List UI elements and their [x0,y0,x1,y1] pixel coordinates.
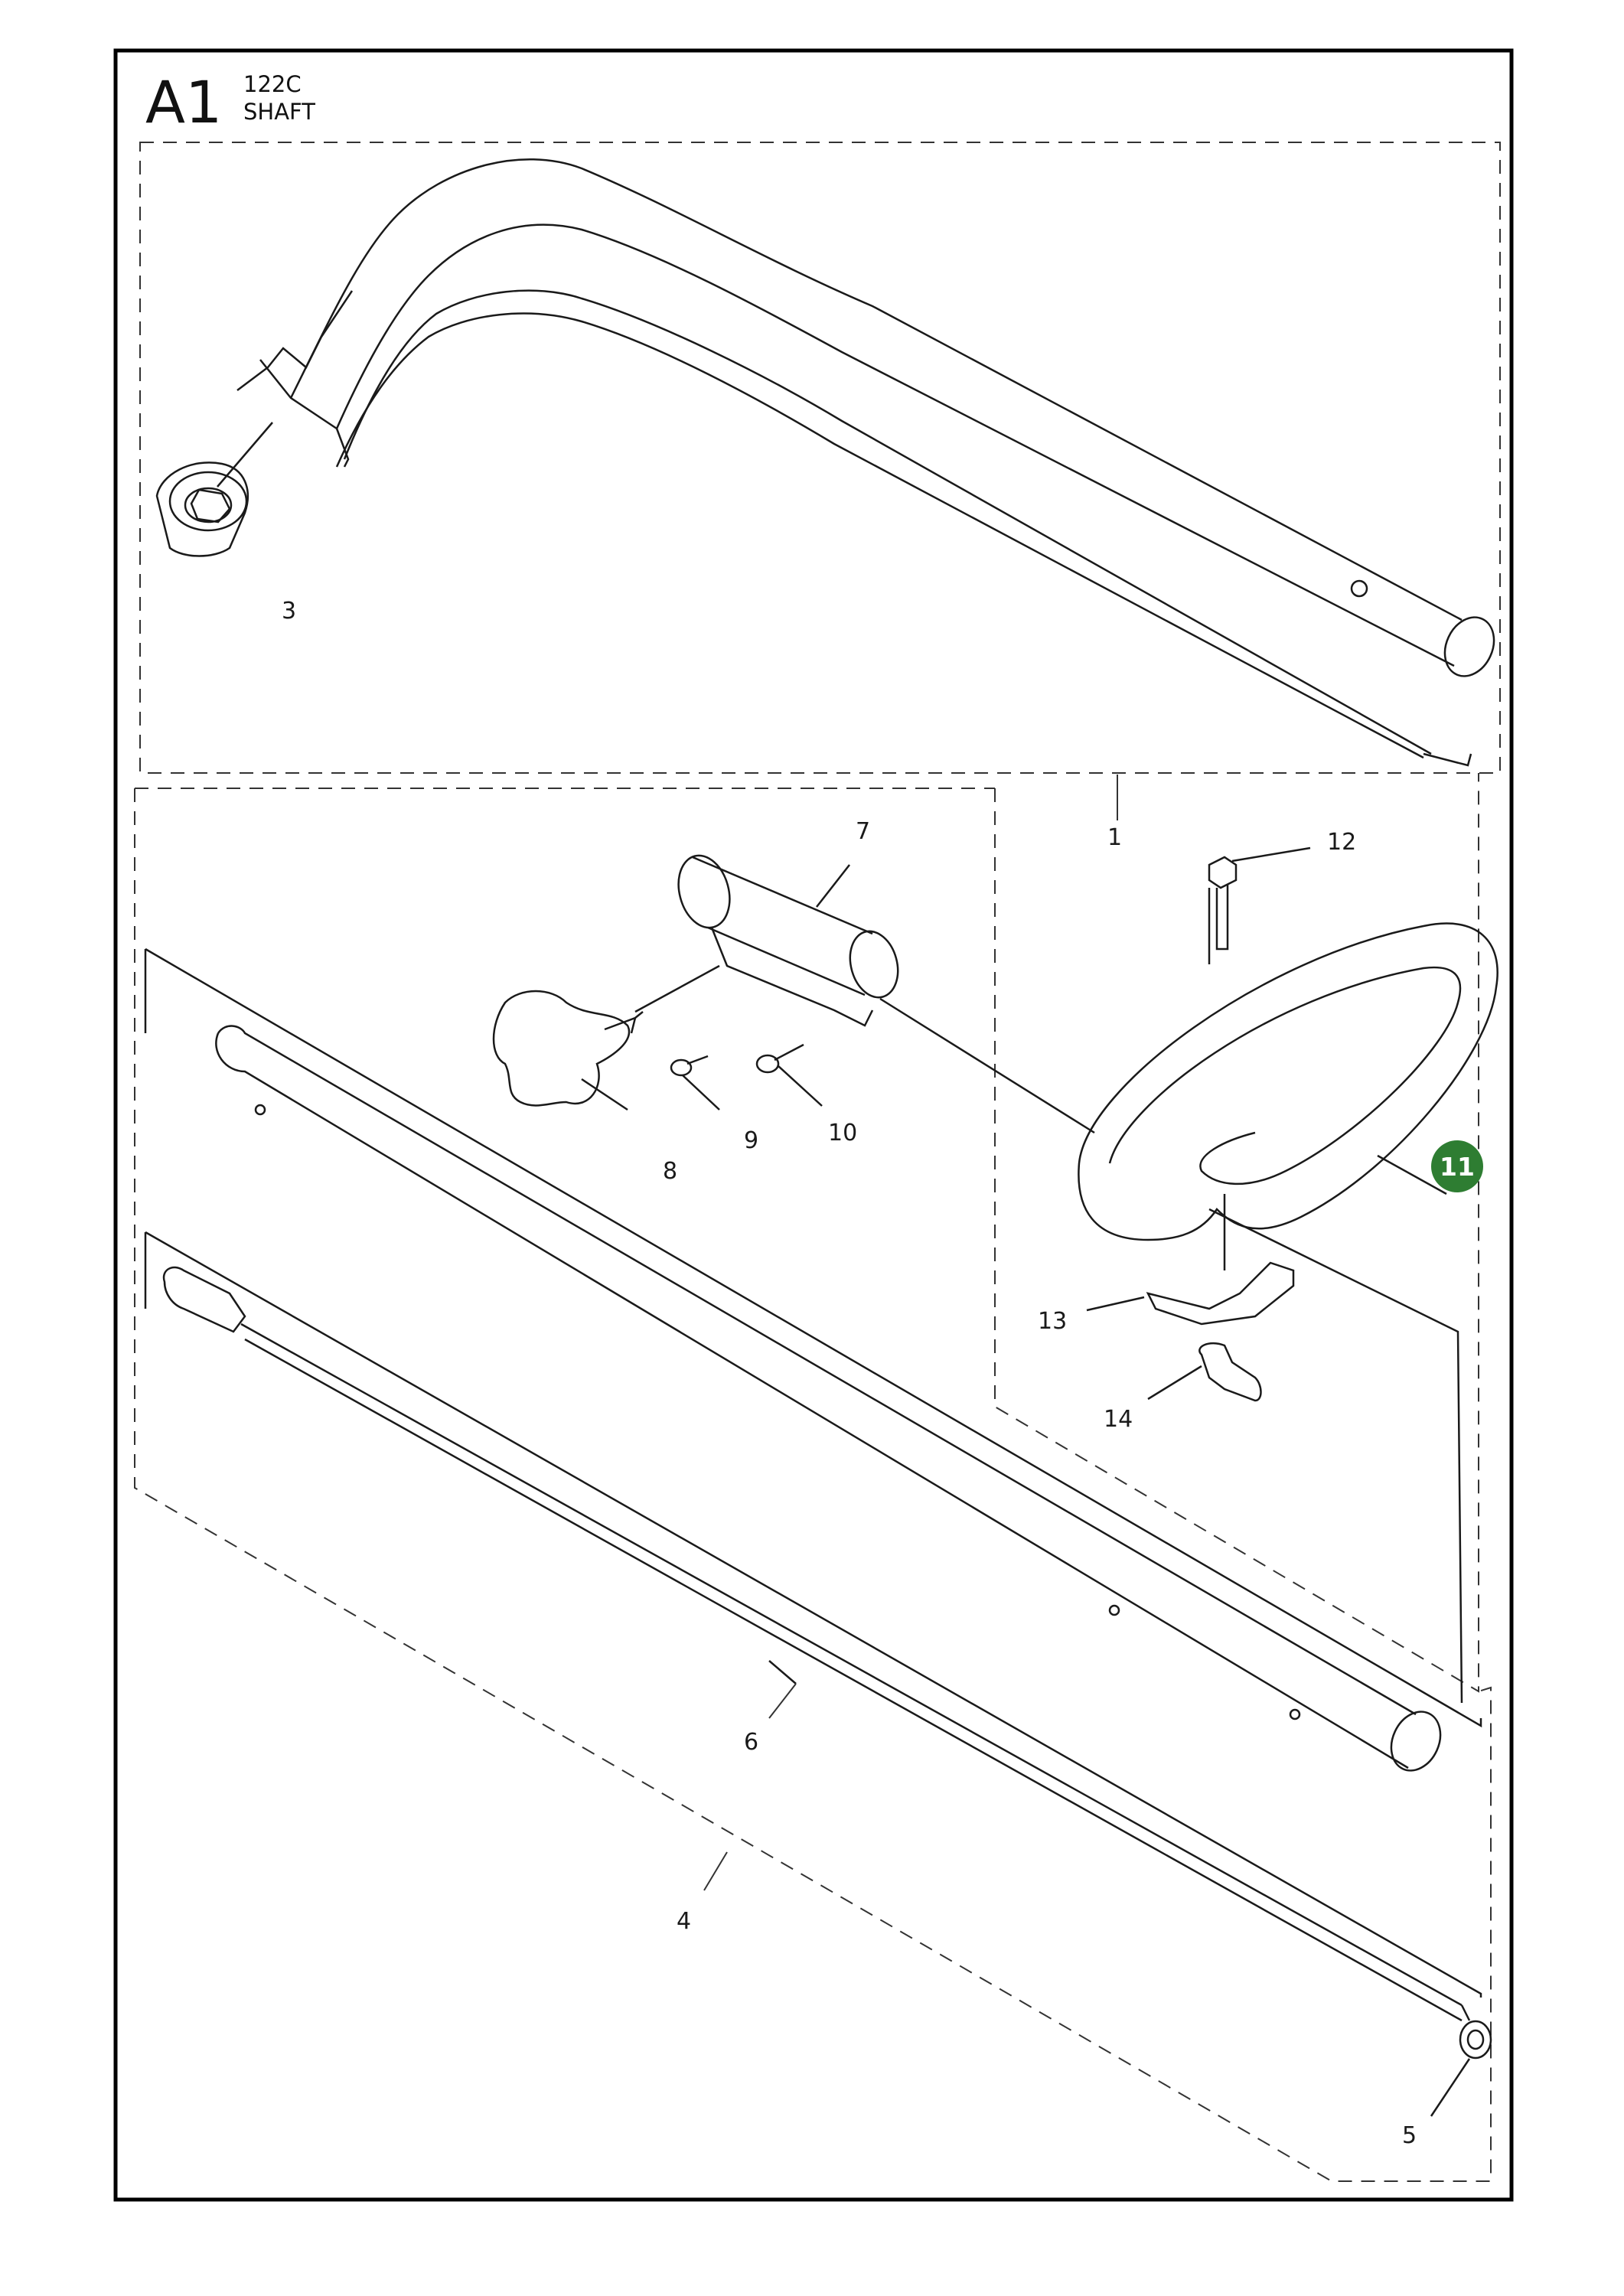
bent-shaft-drawing [236,158,1495,767]
nut-part-3 [155,422,273,557]
callout-9: 9 [744,1127,758,1154]
model-number: 122C [243,71,302,97]
page-title: SHAFT [243,99,315,125]
group-box-shaft-lower [134,788,1492,2182]
clamp-tube-part-7 [677,854,899,1027]
callout-5: 5 [1402,2122,1417,2149]
loop-handle-part-11 [879,888,1498,1704]
callout-7: 7 [856,818,870,845]
callout-14: 14 [1104,1406,1133,1433]
callout-3: 3 [282,598,296,625]
group-box-handle [994,773,1479,1693]
group-box-shaft-upper [139,142,1501,774]
drive-shaft-part-4 [144,1231,1482,2022]
callout-4: 4 [677,1908,691,1935]
bracket-part-13 [1086,1261,1295,1326]
leader-4 [703,1851,728,1891]
highlight-badge [1431,1140,1483,1192]
callout-12: 12 [1327,829,1356,856]
wing-nut-part-14 [1147,1342,1262,1402]
page-frame [113,48,1514,2202]
star-knob-part-8 [492,964,720,1111]
circlip-part-5 [1430,2020,1492,2117]
callout-1: 1 [1107,824,1122,851]
screw-part-9 [670,1055,720,1110]
bolt-part-12 [1208,846,1311,951]
callout-13: 13 [1038,1308,1067,1335]
straight-tube-part-6 [144,947,1482,1772]
leader-6 [768,1683,797,1719]
callout-8: 8 [663,1158,677,1185]
callout-6: 6 [744,1729,758,1756]
callout-11-highlight[interactable]: 11 [1431,1140,1483,1192]
screw-part-10 [755,1043,823,1107]
callout-10: 10 [828,1120,857,1146]
section-code: A1 [145,68,222,136]
callout-11: 11 [1440,1152,1475,1182]
